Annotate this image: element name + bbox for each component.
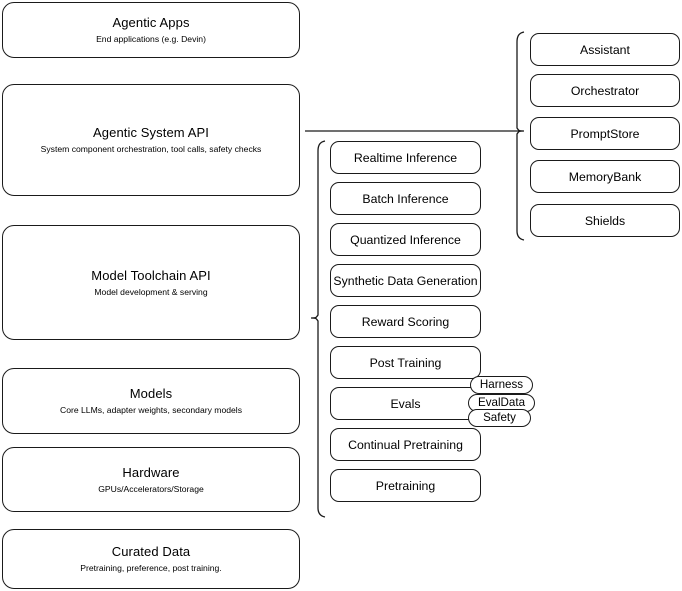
layer-hardware[interactable]: Hardware GPUs/Accelerators/Storage xyxy=(2,447,300,512)
layer-models[interactable]: Models Core LLMs, adapter weights, secon… xyxy=(2,368,300,434)
layer-agentic-apps[interactable]: Agentic Apps End applications (e.g. Devi… xyxy=(2,2,300,58)
evals-pill-safety[interactable]: Safety xyxy=(468,409,531,427)
capability-pretraining[interactable]: Pretraining xyxy=(330,469,481,502)
layer-subtitle: Pretraining, preference, post training. xyxy=(80,563,222,573)
layer-subtitle: System component orchestration, tool cal… xyxy=(40,144,262,154)
capability-quantized-inference[interactable]: Quantized Inference xyxy=(330,223,481,256)
layer-title: Agentic Apps xyxy=(112,15,190,30)
component-orchestrator[interactable]: Orchestrator xyxy=(530,74,680,107)
capability-post-training[interactable]: Post Training xyxy=(330,346,481,379)
capability-evals[interactable]: Evals xyxy=(330,387,481,420)
layer-agentic-system-api[interactable]: Agentic System API System component orch… xyxy=(2,84,300,196)
layer-model-toolchain-api[interactable]: Model Toolchain API Model development & … xyxy=(2,225,300,340)
capability-synthetic-data-generation[interactable]: Synthetic Data Generation xyxy=(330,264,481,297)
layer-subtitle: End applications (e.g. Devin) xyxy=(96,34,206,44)
component-memorybank[interactable]: MemoryBank xyxy=(530,160,680,193)
capability-reward-scoring[interactable]: Reward Scoring xyxy=(330,305,481,338)
capability-continual-pretraining[interactable]: Continual Pretraining xyxy=(330,428,481,461)
layer-title: Curated Data xyxy=(111,544,191,559)
layer-title: Hardware xyxy=(122,464,180,480)
evals-pill-harness[interactable]: Harness xyxy=(470,376,533,394)
component-assistant[interactable]: Assistant xyxy=(530,33,680,66)
layer-subtitle: GPUs/Accelerators/Storage xyxy=(98,483,204,494)
bracket-agentic-components xyxy=(516,31,525,241)
component-shields[interactable]: Shields xyxy=(530,204,680,237)
layer-title: Agentic System API xyxy=(93,125,209,140)
layer-subtitle: Model development & serving xyxy=(94,286,208,297)
layer-title: Model Toolchain API xyxy=(91,267,211,283)
evals-pill-evaldata[interactable]: EvalData xyxy=(468,394,535,412)
capability-realtime-inference[interactable]: Realtime Inference xyxy=(330,141,481,174)
bracket-toolchain-capabilities xyxy=(310,140,326,518)
layer-title: Models xyxy=(129,386,173,401)
capability-batch-inference[interactable]: Batch Inference xyxy=(330,182,481,215)
component-promptstore[interactable]: PromptStore xyxy=(530,117,680,150)
layer-curated-data[interactable]: Curated Data Pretraining, preference, po… xyxy=(2,529,300,589)
layer-subtitle: Core LLMs, adapter weights, secondary mo… xyxy=(60,405,242,415)
